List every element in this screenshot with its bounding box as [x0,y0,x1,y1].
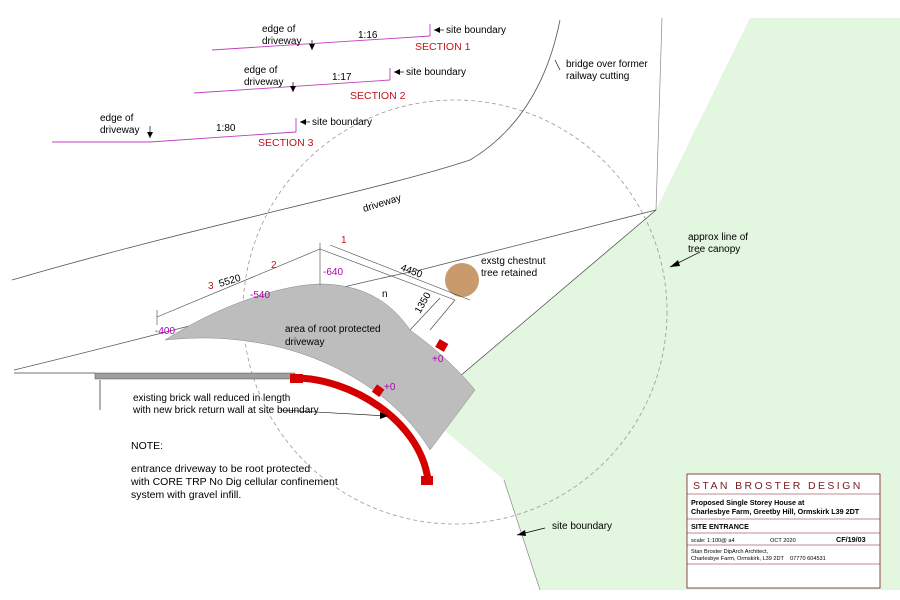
address-line-1: Stan Broster DipArch Architect, [691,549,769,555]
bridge-leader [554,59,561,71]
s3-edge-label: edge of [100,113,134,124]
s1-edge-label: edge of [262,24,296,35]
address-line-2: Charlesbye Farm, Ormskirk, L39 2DT [691,556,785,562]
gate-pier [435,339,449,352]
section-1 [211,24,444,51]
section-2 [193,68,404,94]
level-400: -400 [155,326,175,337]
note-line-3: system with gravel infill. [131,489,241,501]
s2-title: SECTION 2 [350,90,406,102]
s3-boundary: site boundary [312,117,372,128]
root-area-label-1: area of root protected [285,324,381,335]
s3-gradient: 1:80 [216,123,236,134]
green-field-area [420,18,900,590]
root-area-label-2: driveway [285,337,324,348]
project-line-1: Proposed Single Storey House at [691,498,805,507]
marker-2: 2 [271,260,277,271]
phone-number: 07770 604531 [790,556,826,562]
s2-edge-label2: driveway [244,77,283,88]
canopy-label-2: tree canopy [688,244,740,255]
chestnut-tree [445,263,479,297]
marker-1: 1 [341,235,347,246]
note-line-1: entrance driveway to be root protected [131,463,310,475]
wall-label-1: existing brick wall reduced in length [133,393,290,404]
project-line-2: Charlesbye Farm, Greetby Hill, Ormskirk … [691,507,860,516]
road-edge-upper [11,19,561,281]
section-3 [52,118,310,143]
note-heading: NOTE: [131,440,163,452]
wall-pier-3 [421,476,433,485]
site-boundary-arrow [517,530,526,536]
firm-name: STAN BROSTER DESIGN [693,480,863,492]
s1-gradient: 1:16 [358,30,378,41]
s2-boundary: site boundary [406,67,466,78]
bridge-label-2: railway cutting [566,71,629,82]
dimension-lines [156,243,471,331]
bridge-label-1: bridge over former [566,59,648,70]
note-line-2: with CORE TRP No Dig cellular confinemen… [130,476,338,488]
s2-edge-label: edge of [244,65,278,76]
s3-edge-label2: driveway [100,125,139,136]
site-boundary-label: site boundary [552,521,612,532]
level-0-a: +0 [432,354,444,365]
wall-label-2: with new brick return wall at site bound… [132,405,319,416]
level-540: -540 [250,290,270,301]
canopy-arrow-head [670,260,680,267]
n-label: n [382,289,388,300]
existing-brick-wall [94,372,296,380]
level-640: -640 [323,267,343,278]
dim-1350: 1350 [413,290,434,315]
root-protected-area [164,283,476,451]
drawing-title: SITE ENTRANCE [691,522,749,531]
drawing-date: OCT 2020 [770,538,796,544]
drawing-number: CF/19/03 [836,535,866,544]
wall-leader-arrow [380,412,388,419]
s2-gradient: 1:17 [332,72,352,83]
chestnut-label-2: tree retained [481,268,537,279]
s1-edge-label2: driveway [262,36,301,47]
new-return-wall [294,374,432,481]
marker-3: 3 [208,281,214,292]
dim-4450: 4450 [399,263,424,281]
driveway-label: driveway [362,193,403,215]
wall-pier-1 [290,374,303,383]
drawing-scale: scale: 1:100@ a4 [691,538,735,544]
level-0-b: +0 [384,382,396,393]
chestnut-label-1: exstg chestnut [481,256,546,267]
s3-title: SECTION 3 [258,137,314,149]
s1-title: SECTION 1 [415,41,471,53]
canopy-label-1: approx line of [688,232,748,243]
s1-boundary: site boundary [446,25,506,36]
wall-pier-2 [371,384,385,397]
wall-leader-2 [279,409,389,417]
title-block: STAN BROSTER DESIGN Proposed Single Stor… [686,473,881,589]
dim-5520: 5520 [218,273,243,290]
